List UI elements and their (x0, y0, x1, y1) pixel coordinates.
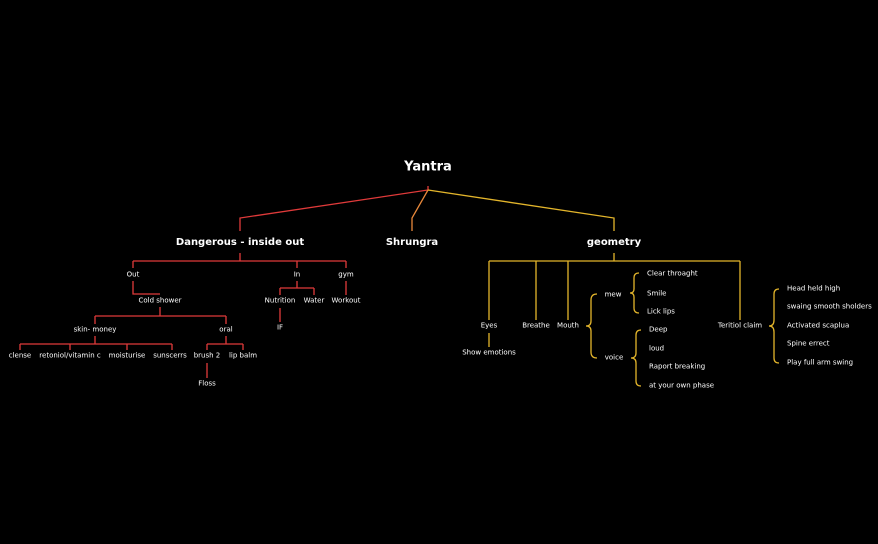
node-gym: gym (338, 270, 354, 279)
connector-geometry-children (488, 253, 741, 320)
node-water: Water (303, 296, 325, 305)
brace-mew-items (629, 272, 640, 314)
brace-voice-items (630, 329, 642, 387)
branch-geometry: geometry (586, 237, 642, 248)
connector-oral-children (206, 336, 244, 350)
node-in: In (293, 270, 301, 279)
node-out: Out (126, 270, 140, 279)
voice-item-4: at your own phase (649, 381, 715, 390)
node-cold-shower: Cold shower (138, 296, 182, 305)
connector-in-children (279, 281, 315, 295)
connector-root-dangerous (239, 186, 429, 231)
node-brush: brush 2 (193, 351, 221, 360)
node-moisturise: moisturise (108, 351, 146, 360)
mew-item-1: Clear throaght (647, 269, 698, 278)
brace-teritiol-items (768, 288, 780, 364)
teritiol-item-3: Activated scaplua (787, 321, 850, 330)
node-clense: clense (8, 351, 32, 360)
node-show-emotions: Show emotions (462, 348, 516, 357)
node-if: IF (276, 323, 284, 332)
node-sunscerrs: sunscerrs (153, 351, 187, 360)
node-floss: Floss (198, 379, 216, 388)
voice-item-1: Deep (649, 325, 668, 334)
node-eyes: Eyes (480, 321, 498, 330)
mew-item-3: Lick lips (647, 307, 675, 316)
node-skin-money: skin- money (73, 325, 117, 334)
node-voice: voice (604, 353, 624, 362)
node-breathe: Breathe (522, 321, 550, 330)
teritiol-item-5: Play full arm swing (787, 358, 854, 367)
node-lip-balm: lip balm (228, 351, 258, 360)
node-teritiol-claim: Teritiol claim (717, 321, 763, 330)
node-workout: Workout (331, 296, 361, 305)
voice-item-3: Raport breaking (649, 362, 706, 371)
connector-root-shrungra (411, 189, 429, 231)
teritiol-item-1: Head held high (787, 284, 841, 293)
connector-root-geometry (427, 189, 615, 231)
connector-skin-children (19, 336, 173, 350)
teritiol-item-4: Spine errect (787, 339, 830, 348)
node-mouth: Mouth (557, 321, 579, 330)
node-oral: oral (219, 325, 233, 334)
branch-shrungra: Shrungra (385, 237, 439, 248)
node-retoniol: retoniol/vitamin c (39, 351, 101, 360)
teritiol-item-2: swaing smooth sholders (787, 302, 872, 311)
voice-item-2: loud (649, 344, 665, 353)
node-nutrition: Nutrition (264, 296, 296, 305)
connector-dangerous-children (132, 253, 347, 268)
brace-mouth-children (585, 293, 598, 359)
node-mew: mew (604, 290, 622, 299)
connector-coldshower-children (94, 307, 227, 324)
mew-item-2: Smile (647, 289, 667, 298)
root-title: Yantra (404, 159, 452, 175)
branch-dangerous: Dangerous - inside out (175, 237, 305, 248)
connector-out-coldshower (132, 281, 160, 295)
